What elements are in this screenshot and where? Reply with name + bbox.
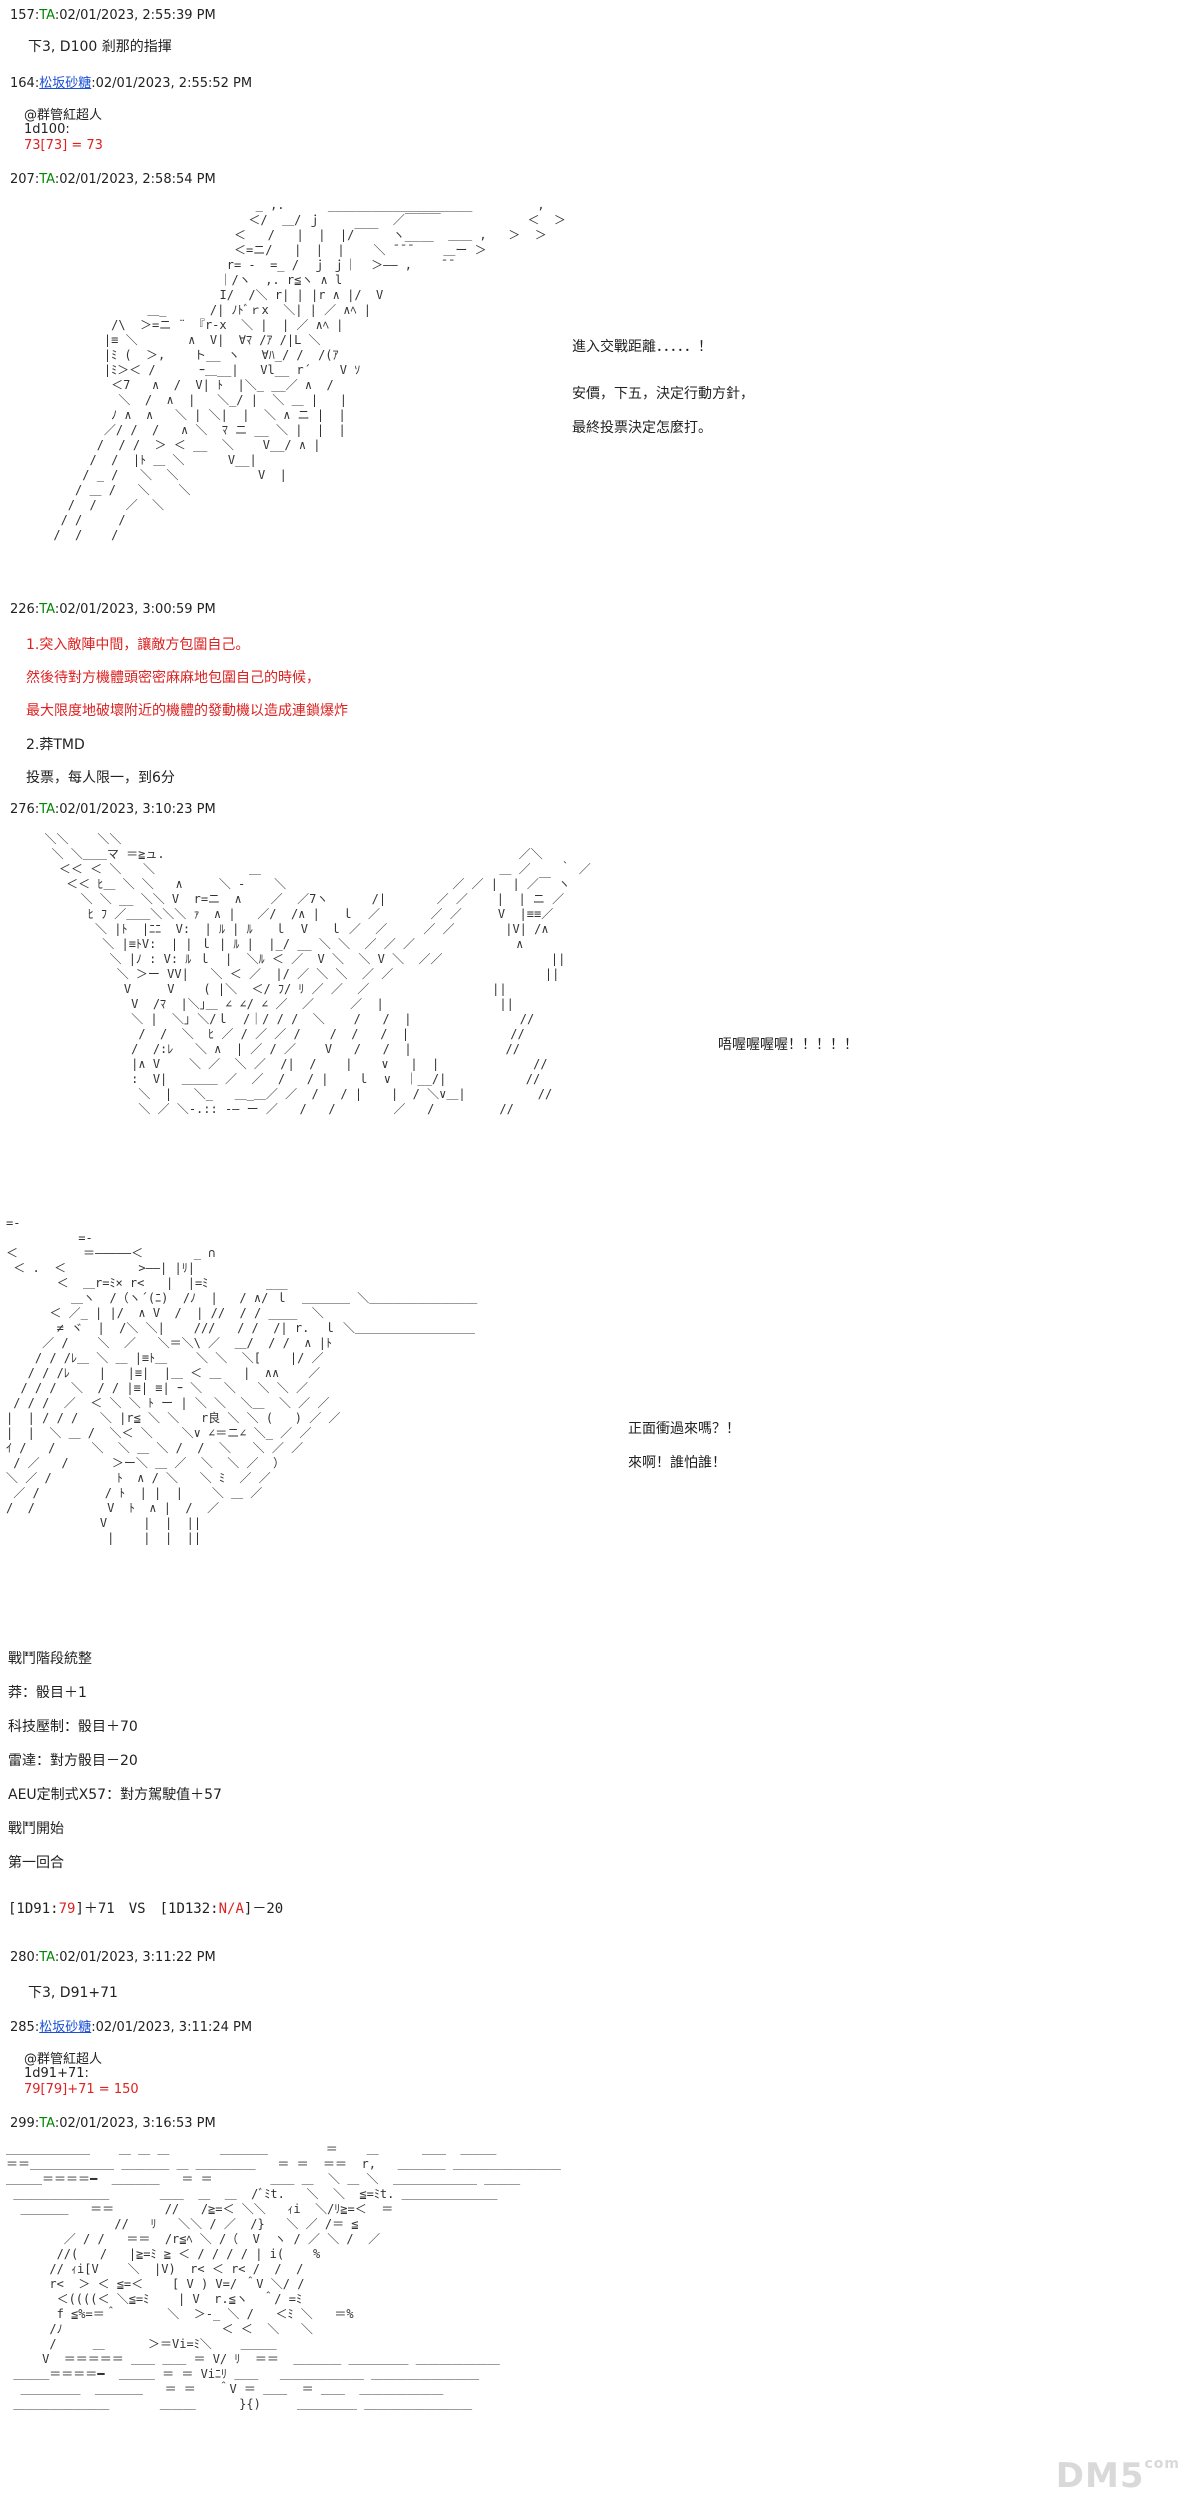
post-date: :02/01/2023, 3:00:59 PM xyxy=(54,602,216,617)
post-date: :02/01/2023, 2:58:54 PM xyxy=(54,172,216,187)
battle-dialogue-2: 來啊！誰怕誰！ xyxy=(628,1455,726,1471)
modifier-tech: 科技壓制：骰目＋70 xyxy=(8,1719,138,1735)
vote-rules: 投票，每人限一，到6分 xyxy=(26,770,175,786)
narration-line-3: 最終投票決定怎麼打。 xyxy=(572,420,712,436)
ascii-art-mecha-4: ＿＿＿＿＿＿＿ ＿ ＿ ＿ ＿＿＿＿ ＝ ＿ ＿＿ ＿＿＿ ＝＝＿＿＿＿＿＿＿ … xyxy=(6,2142,561,2411)
post-number: 207 xyxy=(10,172,35,187)
dice-result: 79[79]+71 = 150 xyxy=(24,2082,139,2097)
post-header-299: 299:TA:02/01/2023, 3:16:53 PM xyxy=(10,2116,216,2131)
modifier-charge: 莽：骰目＋1 xyxy=(8,1685,87,1701)
roll-b-mod: ]－20 xyxy=(243,1901,284,1917)
post-number: 164 xyxy=(10,76,35,91)
battle-start: 戰鬥開始 xyxy=(8,1821,64,1837)
post-header-280: 280:TA:02/01/2023, 3:11:22 PM xyxy=(10,1950,216,1965)
narration-line-1: 進入交戰距離．．．．．！ xyxy=(572,339,712,355)
ascii-art-mecha-1: _ ,. ____________________ , ＜/ ＿/ ｊ ／￣￣￣… xyxy=(53,198,566,542)
dice-command: 1d91+71: xyxy=(24,2066,89,2081)
post-header-164: 164:松坂砂糖:02/01/2023, 2:55:52 PM xyxy=(10,76,253,91)
poster-name[interactable]: TA xyxy=(39,8,55,23)
post-date: :02/01/2023, 3:16:53 PM xyxy=(54,2116,216,2131)
option-1-line-3: 最大限度地破壞附近的機體的發動機以造成連鎖爆炸 xyxy=(26,703,348,719)
site-watermark: DM5com xyxy=(1055,2456,1180,2496)
poster-name-link[interactable]: 松坂砂糖 xyxy=(39,2020,92,2035)
post-header-157: 157:TA:02/01/2023, 2:55:39 PM xyxy=(10,8,216,23)
poster-name[interactable]: TA xyxy=(39,1950,55,1965)
modifier-aeu: AEU定制式X57：對方駕駛值＋57 xyxy=(8,1787,222,1803)
battle-dialogue-1: 正面衝過來嗎？！ xyxy=(628,1421,740,1437)
dice-result: 73[73] = 73 xyxy=(24,138,103,153)
post-number: 280 xyxy=(10,1950,35,1965)
roll-a-mod: ]＋71 VS [1D132: xyxy=(75,1901,219,1917)
post-date: :02/01/2023, 2:55:52 PM xyxy=(91,76,253,91)
roll-b-value: N/A xyxy=(218,1901,244,1917)
poster-name[interactable]: TA xyxy=(39,2116,55,2131)
modifier-radar: 雷達：對方骰目－20 xyxy=(8,1753,138,1769)
ascii-art-mecha-2: ＼＼ ＼＼ ＼ ＼＿＿マ ＝≧ュ. ／＼ ＜＜ ＜ ＼ ＼ ＿ ＿ ／ ｀ ／ … xyxy=(44,832,591,1116)
ascii-art-mecha-3: =- =- ＜ ＝―――――＜ _ ∩ ＜ . ＜ >――| |ﾘ| ＜ ＿r=… xyxy=(6,1216,478,1545)
poster-name[interactable]: TA xyxy=(39,602,55,617)
poster-name[interactable]: TA xyxy=(39,172,55,187)
post-header-276: 276:TA:02/01/2023, 3:10:23 PM xyxy=(10,802,216,817)
post-date: :02/01/2023, 2:55:39 PM xyxy=(54,8,216,23)
post-date: :02/01/2023, 3:11:22 PM xyxy=(54,1950,216,1965)
round-one: 第一回合 xyxy=(8,1855,64,1871)
poster-name[interactable]: TA xyxy=(39,802,55,817)
dice-mention: @群管紅超人 xyxy=(24,2052,103,2067)
post-number: 226 xyxy=(10,602,35,617)
option-1-line-1: 1.突入敵陣中間，讓敵方包圍自己。 xyxy=(26,637,250,653)
narration-line-2: 安價，下五，決定行動方針， xyxy=(572,386,754,402)
dice-comparison: [1D91:79]＋71 VS [1D132:N/A]－20 xyxy=(8,1898,283,1918)
post-number: 276 xyxy=(10,802,35,817)
post-text-280: 下3, D91+71 xyxy=(28,1985,118,2001)
post-header-285: 285:松坂砂糖:02/01/2023, 3:11:24 PM xyxy=(10,2020,253,2035)
post-header-207: 207:TA:02/01/2023, 2:58:54 PM xyxy=(10,172,216,187)
post-text-157: 下3, D100 剎那的指揮 xyxy=(28,39,172,55)
post-number: 285 xyxy=(10,2020,35,2035)
post-date: :02/01/2023, 3:11:24 PM xyxy=(91,2020,253,2035)
post-number: 299 xyxy=(10,2116,35,2131)
roll-a-label: [1D91: xyxy=(8,1901,59,1917)
post-date: :02/01/2023, 3:10:23 PM xyxy=(54,802,216,817)
dice-command: 1d100: xyxy=(24,122,70,137)
dice-mention: @群管紅超人 xyxy=(24,108,103,123)
roll-a-value: 79 xyxy=(58,1901,76,1917)
option-2: 2.莽TMD xyxy=(26,737,85,753)
post-header-226: 226:TA:02/01/2023, 3:00:59 PM xyxy=(10,602,216,617)
shout-text: 唔喔喔喔喔！！！！！ xyxy=(718,1037,858,1053)
battle-summary-title: 戰鬥階段統整 xyxy=(8,1651,92,1667)
option-1-line-2: 然後待對方機體頭密密麻麻地包圍自己的時候， xyxy=(26,670,320,686)
poster-name-link[interactable]: 松坂砂糖 xyxy=(39,76,92,91)
post-number: 157 xyxy=(10,8,35,23)
